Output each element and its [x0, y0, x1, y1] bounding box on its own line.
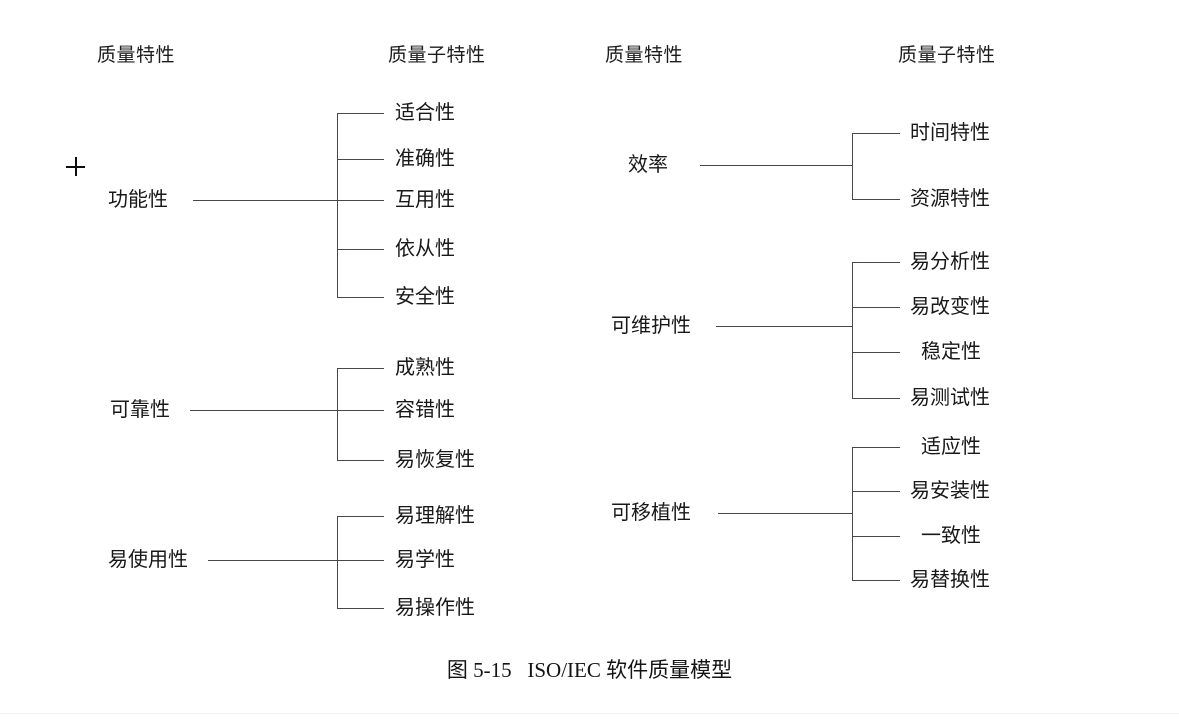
stub-suitability [337, 113, 384, 114]
spine-efficiency [852, 133, 853, 200]
header-right-subcharacteristic: 质量子特性 [898, 45, 996, 66]
connector-reliability [190, 410, 337, 411]
child-node-testability: 易测试性 [910, 387, 990, 409]
stub-resource-behaviour [852, 199, 900, 200]
stub-recoverability [337, 460, 384, 461]
crosshair-cursor-icon [66, 157, 85, 176]
connector-maintainability [716, 326, 852, 327]
spine-reliability [337, 368, 338, 460]
spine-functionality [337, 113, 338, 298]
parent-node-portability: 可移植性 [611, 502, 691, 524]
child-node-changeability: 易改变性 [910, 296, 990, 318]
parent-node-efficiency: 效率 [628, 154, 668, 176]
child-node-compliance: 依从性 [395, 238, 455, 260]
child-node-time-behaviour: 时间特性 [910, 122, 990, 144]
spine-usability [337, 516, 338, 608]
parent-node-usability: 易使用性 [108, 549, 188, 571]
parent-node-maintainability: 可维护性 [611, 315, 691, 337]
child-node-suitability: 适合性 [395, 102, 455, 124]
stub-conformance [852, 536, 900, 537]
parent-node-reliability: 可靠性 [110, 399, 170, 421]
header-right-characteristic: 质量特性 [605, 45, 684, 66]
child-node-recoverability: 易恢复性 [395, 449, 475, 471]
stub-stability [852, 352, 900, 353]
page-bottom-rule [0, 713, 1179, 714]
child-node-analysability: 易分析性 [910, 251, 990, 273]
child-node-security: 安全性 [395, 286, 455, 308]
stub-maturity [337, 368, 384, 369]
header-left-subcharacteristic: 质量子特性 [388, 45, 486, 66]
connector-portability [718, 513, 852, 514]
stub-analysability [852, 262, 900, 263]
header-left-characteristic: 质量特性 [97, 45, 176, 66]
figure-caption: 图 5-15 ISO/IEC 软件质量模型 [446, 658, 733, 682]
stub-accuracy [337, 159, 384, 160]
child-node-stability: 稳定性 [921, 341, 981, 363]
stub-interoperability [337, 200, 384, 201]
child-node-installability: 易安装性 [910, 480, 990, 502]
connector-usability [208, 560, 337, 561]
child-node-interoperability: 互用性 [395, 189, 455, 211]
stub-security [337, 297, 384, 298]
child-node-resource-behaviour: 资源特性 [910, 188, 990, 210]
connector-functionality [193, 200, 337, 201]
stub-operability [337, 608, 384, 609]
child-node-operability: 易操作性 [395, 597, 475, 619]
stub-adaptability [852, 447, 900, 448]
child-node-maturity: 成熟性 [395, 357, 455, 379]
child-node-learnability: 易学性 [395, 549, 455, 571]
child-node-adaptability: 适应性 [921, 436, 981, 458]
child-node-fault-tolerance: 容错性 [395, 399, 455, 421]
stub-fault-tolerance [337, 410, 384, 411]
child-node-understandability: 易理解性 [395, 505, 475, 527]
stub-understandability [337, 516, 384, 517]
stub-time-behaviour [852, 133, 900, 134]
stub-learnability [337, 560, 384, 561]
stub-testability [852, 398, 900, 399]
spine-portability [852, 447, 853, 580]
stub-compliance [337, 249, 384, 250]
stub-installability [852, 491, 900, 492]
child-node-accuracy: 准确性 [395, 148, 455, 170]
stub-changeability [852, 307, 900, 308]
spine-maintainability [852, 262, 853, 398]
stub-replaceability [852, 580, 900, 581]
connector-efficiency [700, 165, 852, 166]
parent-node-functionality: 功能性 [108, 189, 168, 211]
child-node-replaceability: 易替换性 [910, 569, 990, 591]
child-node-conformance: 一致性 [921, 525, 981, 547]
